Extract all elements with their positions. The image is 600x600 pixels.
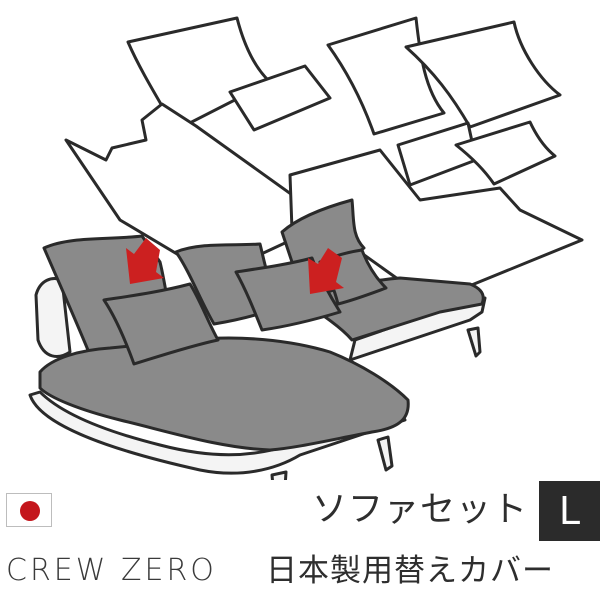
arrow-left [126, 238, 164, 284]
sofa-back-rest [34, 277, 72, 358]
cover-sheet-pillow-small-1 [228, 64, 332, 132]
sofa-leg-3 [466, 326, 482, 358]
product-description: 日本製用替えカバー [266, 553, 554, 589]
cover-sheet-pillow-small-3 [454, 120, 557, 186]
cover-sheet-cushion-2 [326, 16, 446, 136]
cover-sheet-cushion-3 [404, 20, 562, 129]
arrows [126, 238, 344, 294]
sofa-cover-illustration [28, 16, 584, 522]
sofa-leg-1 [270, 470, 288, 522]
throw-pillow-left [102, 282, 220, 366]
set-type-label: ソファセット [312, 490, 529, 530]
japan-flag-icon [6, 493, 52, 527]
cover-sheet-pillow-small-2 [396, 121, 478, 187]
size-badge: L [539, 481, 600, 541]
cover-sheets [64, 16, 584, 304]
sofa-leg-2 [376, 435, 394, 472]
brand-name: CREW ZERO [6, 553, 217, 588]
flag-red-disc [20, 501, 40, 521]
arrow-right [308, 248, 344, 294]
